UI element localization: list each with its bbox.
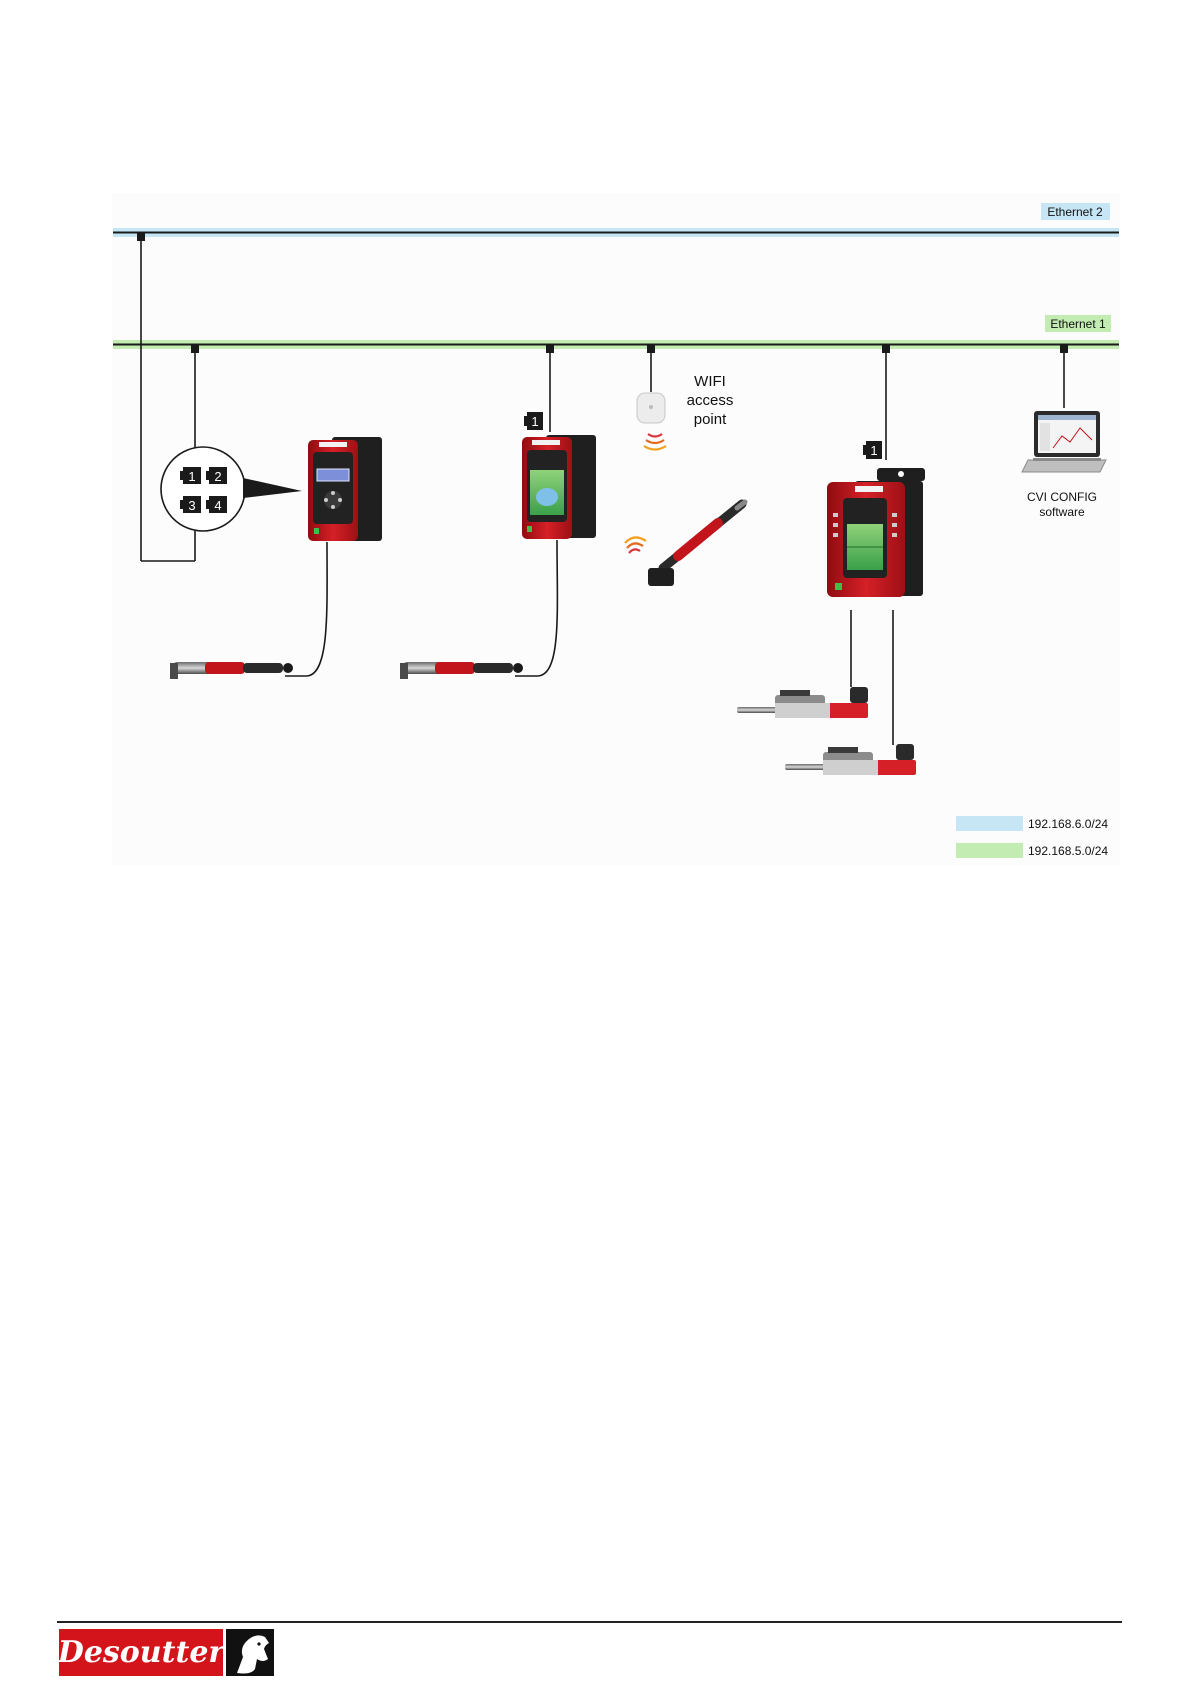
- svg-text:1: 1: [531, 414, 538, 429]
- port-4-badge: 4: [206, 496, 227, 513]
- svg-text:4: 4: [214, 498, 221, 513]
- wifi-access-point-device: [637, 393, 665, 423]
- brand-wordmark: Desoutter: [59, 1635, 226, 1670]
- ethernet2-bus: [113, 228, 1119, 237]
- legend-swatch-ethernet1: [956, 843, 1023, 858]
- ethernet1-label: Ethernet 1: [1050, 317, 1106, 331]
- port-3-badge: 3: [180, 496, 201, 513]
- svg-text:3: 3: [188, 498, 195, 513]
- footer-rule: [57, 1621, 1122, 1623]
- desoutter-logo: Desoutter: [59, 1629, 274, 1676]
- port-2-badge: 2: [206, 467, 227, 484]
- port-1-badge: 1: [180, 467, 201, 484]
- software-label-line2: software: [1039, 505, 1085, 519]
- svg-text:1: 1: [188, 469, 195, 484]
- wifi-label-line1: WIFI: [694, 373, 726, 390]
- controller-keypad-unit: [308, 437, 382, 541]
- wifi-label-line3: point: [694, 411, 727, 428]
- software-label-line1: CVI CONFIG: [1027, 490, 1097, 504]
- legend-label-ethernet1: 192.168.5.0/24: [1028, 844, 1108, 858]
- ethernet1-bus: [113, 340, 1119, 349]
- ethernet2-label: Ethernet 2: [1047, 205, 1103, 219]
- controller-two-channel-unit: [827, 468, 925, 597]
- wifi-label-line2: access: [687, 392, 734, 409]
- svg-text:2: 2: [214, 469, 221, 484]
- controller-touchscreen-unit: [522, 435, 596, 539]
- diagram-panel: [112, 193, 1120, 865]
- legend-swatch-ethernet2: [956, 816, 1023, 831]
- laptop-icon: [1022, 411, 1106, 472]
- legend-label-ethernet2: 192.168.6.0/24: [1028, 817, 1108, 831]
- svg-text:1: 1: [870, 443, 877, 458]
